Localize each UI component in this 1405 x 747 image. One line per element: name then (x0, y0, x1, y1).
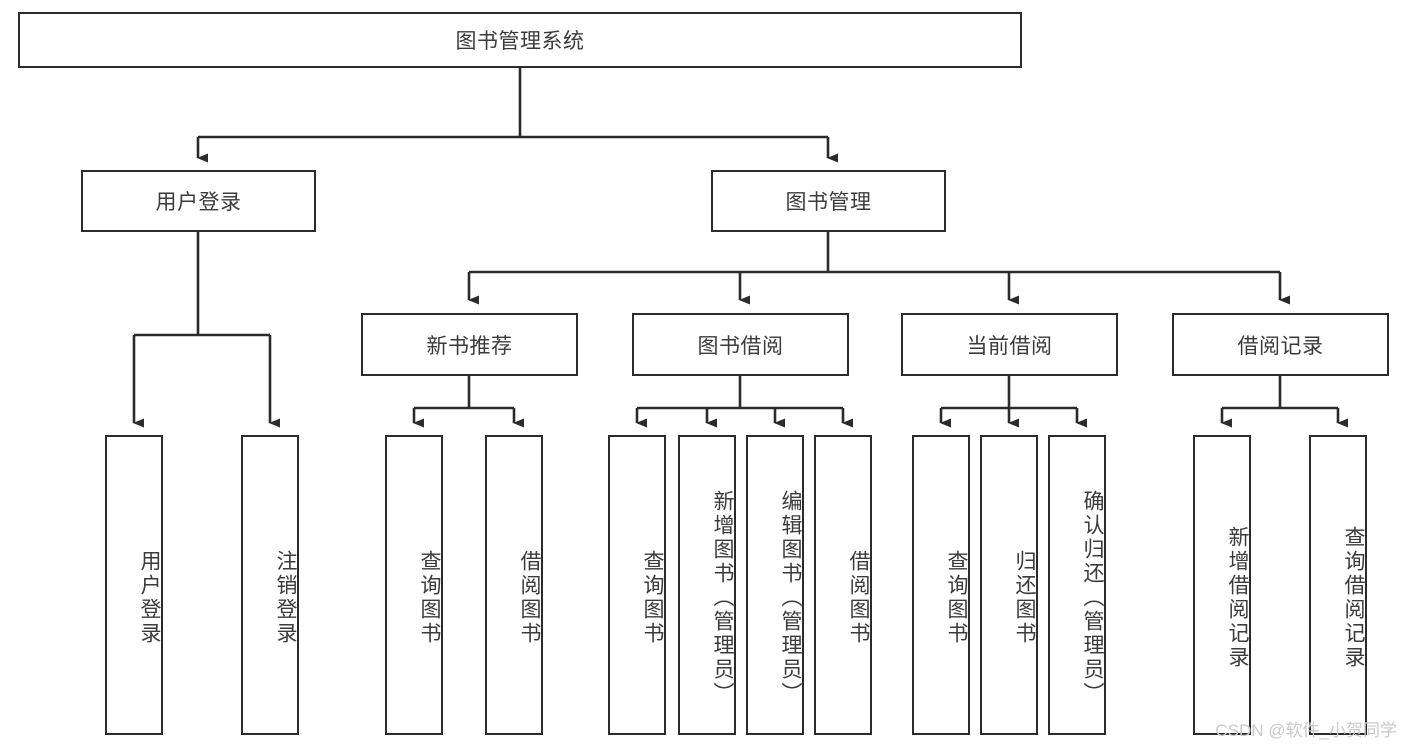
leaf-logout[interactable]: 注销登录 (241, 435, 299, 735)
leaf-query-book-borrow[interactable]: 查询图书 (608, 435, 666, 735)
leaf-edit-book-admin[interactable]: 编辑图书（管理员） (746, 435, 804, 735)
leaf-add-borrow-record[interactable]: 新增借阅记录 (1193, 435, 1251, 735)
leaf-add-book-admin[interactable]: 新增图书（管理员） (678, 435, 736, 735)
leaf-borrow-book-recommend[interactable]: 借阅图书 (485, 435, 543, 735)
leaf-confirm-return-admin[interactable]: 确认归还（管理员） (1048, 435, 1106, 735)
node-root[interactable]: 图书管理系统 (18, 12, 1022, 68)
leaf-query-book-current[interactable]: 查询图书 (912, 435, 970, 735)
leaf-return-book[interactable]: 归还图书 (980, 435, 1038, 735)
leaf-query-book-recommend[interactable]: 查询图书 (385, 435, 443, 735)
node-new-book-recommend[interactable]: 新书推荐 (361, 313, 578, 376)
node-book-management[interactable]: 图书管理 (711, 170, 946, 232)
leaf-borrow-book[interactable]: 借阅图书 (814, 435, 872, 735)
node-current-borrow[interactable]: 当前借阅 (901, 313, 1118, 376)
leaf-query-borrow-record[interactable]: 查询借阅记录 (1309, 435, 1367, 735)
leaf-user-login[interactable]: 用户登录 (105, 435, 163, 735)
node-book-borrow[interactable]: 图书借阅 (632, 313, 849, 376)
node-borrow-record[interactable]: 借阅记录 (1172, 313, 1389, 376)
node-user-login[interactable]: 用户登录 (81, 170, 316, 232)
